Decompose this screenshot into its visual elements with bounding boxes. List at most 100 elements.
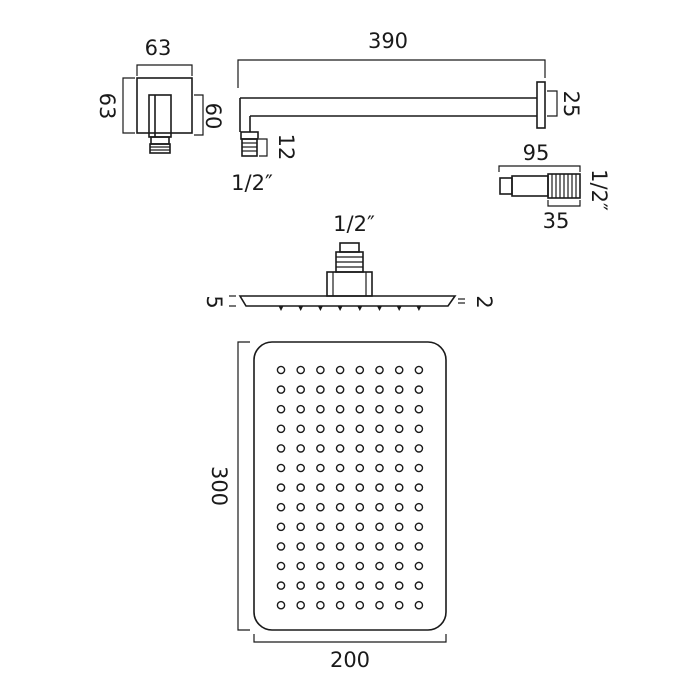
nozzle [394, 424, 404, 434]
nozzle [355, 424, 365, 434]
wall-bracket-height-label: 63 [95, 93, 119, 120]
side-nozzle [298, 306, 304, 311]
shower-arm-thread-label: 1/2″ [231, 171, 273, 195]
nozzle [335, 404, 345, 414]
nozzle [414, 365, 424, 375]
wall-bracket-drawing [122, 64, 204, 154]
nozzle [375, 483, 384, 492]
nozzle [414, 463, 424, 473]
elbow-length-label: 95 [523, 141, 550, 165]
nozzle [296, 463, 306, 473]
nozzle [414, 404, 424, 414]
nozzle [316, 542, 325, 551]
nozzle [335, 385, 345, 394]
nozzle [394, 542, 404, 551]
nozzle [276, 502, 286, 512]
nozzle [296, 600, 306, 610]
nozzle [316, 502, 325, 512]
nozzle [394, 385, 404, 394]
nozzle [355, 581, 365, 590]
nozzle [335, 600, 345, 610]
nozzle [394, 463, 404, 473]
nozzle [375, 522, 384, 532]
nozzle [316, 581, 325, 590]
nozzle [355, 600, 365, 610]
nozzle [316, 444, 325, 453]
nozzle [335, 502, 345, 512]
nozzle [414, 483, 424, 492]
nozzle [316, 561, 325, 571]
nozzle [375, 600, 384, 610]
nozzle [296, 444, 306, 453]
nozzle [414, 522, 424, 532]
nozzle [355, 561, 365, 571]
shower-head-face-drawing [237, 341, 447, 643]
shower-arm-outlet-label: 12 [274, 134, 298, 161]
head-thread-label: 1/2″ [333, 212, 375, 236]
nozzle [316, 404, 325, 414]
nozzle [355, 404, 365, 414]
nozzle [335, 463, 345, 473]
nozzle [296, 385, 306, 394]
nozzle [375, 561, 384, 571]
nozzle [316, 600, 325, 610]
nozzle [335, 522, 345, 532]
shower-head-side-drawing [229, 242, 465, 311]
side-nozzles [278, 306, 422, 311]
nozzle [414, 561, 424, 571]
nozzle [276, 365, 286, 375]
nozzle [414, 600, 424, 610]
nozzle [296, 522, 306, 532]
nozzle [355, 385, 365, 394]
head-left-thickness-label: 5 [202, 295, 226, 308]
shower-arm-drawing [237, 59, 558, 157]
side-nozzle [396, 306, 402, 311]
nozzle [414, 424, 424, 434]
nozzle [394, 483, 404, 492]
nozzle [316, 522, 325, 532]
side-nozzle [377, 306, 382, 311]
nozzle [335, 424, 345, 434]
nozzle [375, 542, 384, 551]
nozzle [296, 404, 306, 414]
side-nozzle [317, 306, 323, 311]
nozzle [296, 424, 306, 434]
nozzle [355, 444, 365, 453]
head-width-label: 200 [330, 648, 370, 672]
nozzle [414, 385, 424, 394]
nozzle [394, 502, 404, 512]
nozzle [355, 463, 365, 473]
nozzle [276, 581, 286, 590]
nozzle [276, 444, 286, 453]
side-nozzle [337, 306, 343, 311]
nozzle [296, 542, 306, 551]
nozzle [276, 385, 286, 394]
nozzle [375, 444, 384, 453]
nozzle [414, 502, 424, 512]
nozzle [414, 542, 424, 551]
nozzle [355, 365, 365, 375]
elbow-body-label: 35 [543, 209, 570, 233]
nozzle [355, 522, 365, 532]
elbow-connector-drawing [498, 165, 581, 207]
nozzle [355, 483, 365, 492]
nozzle [394, 600, 404, 610]
nozzle [316, 483, 325, 492]
head-height-label: 300 [207, 466, 231, 506]
wall-bracket-depth-label: 60 [201, 103, 225, 130]
wall-bracket-width-label: 63 [145, 36, 172, 60]
nozzle [375, 502, 384, 512]
nozzle [296, 581, 306, 590]
side-nozzle [278, 306, 284, 311]
nozzle [296, 365, 306, 375]
side-nozzle [416, 306, 422, 311]
shower-arm-length-label: 390 [368, 29, 408, 53]
nozzle [335, 542, 345, 551]
nozzle [316, 424, 325, 434]
elbow-thread-label: 1/2″ [587, 169, 611, 211]
nozzle [355, 542, 365, 551]
nozzle [375, 365, 384, 375]
nozzle [335, 444, 345, 453]
nozzle [414, 444, 424, 453]
